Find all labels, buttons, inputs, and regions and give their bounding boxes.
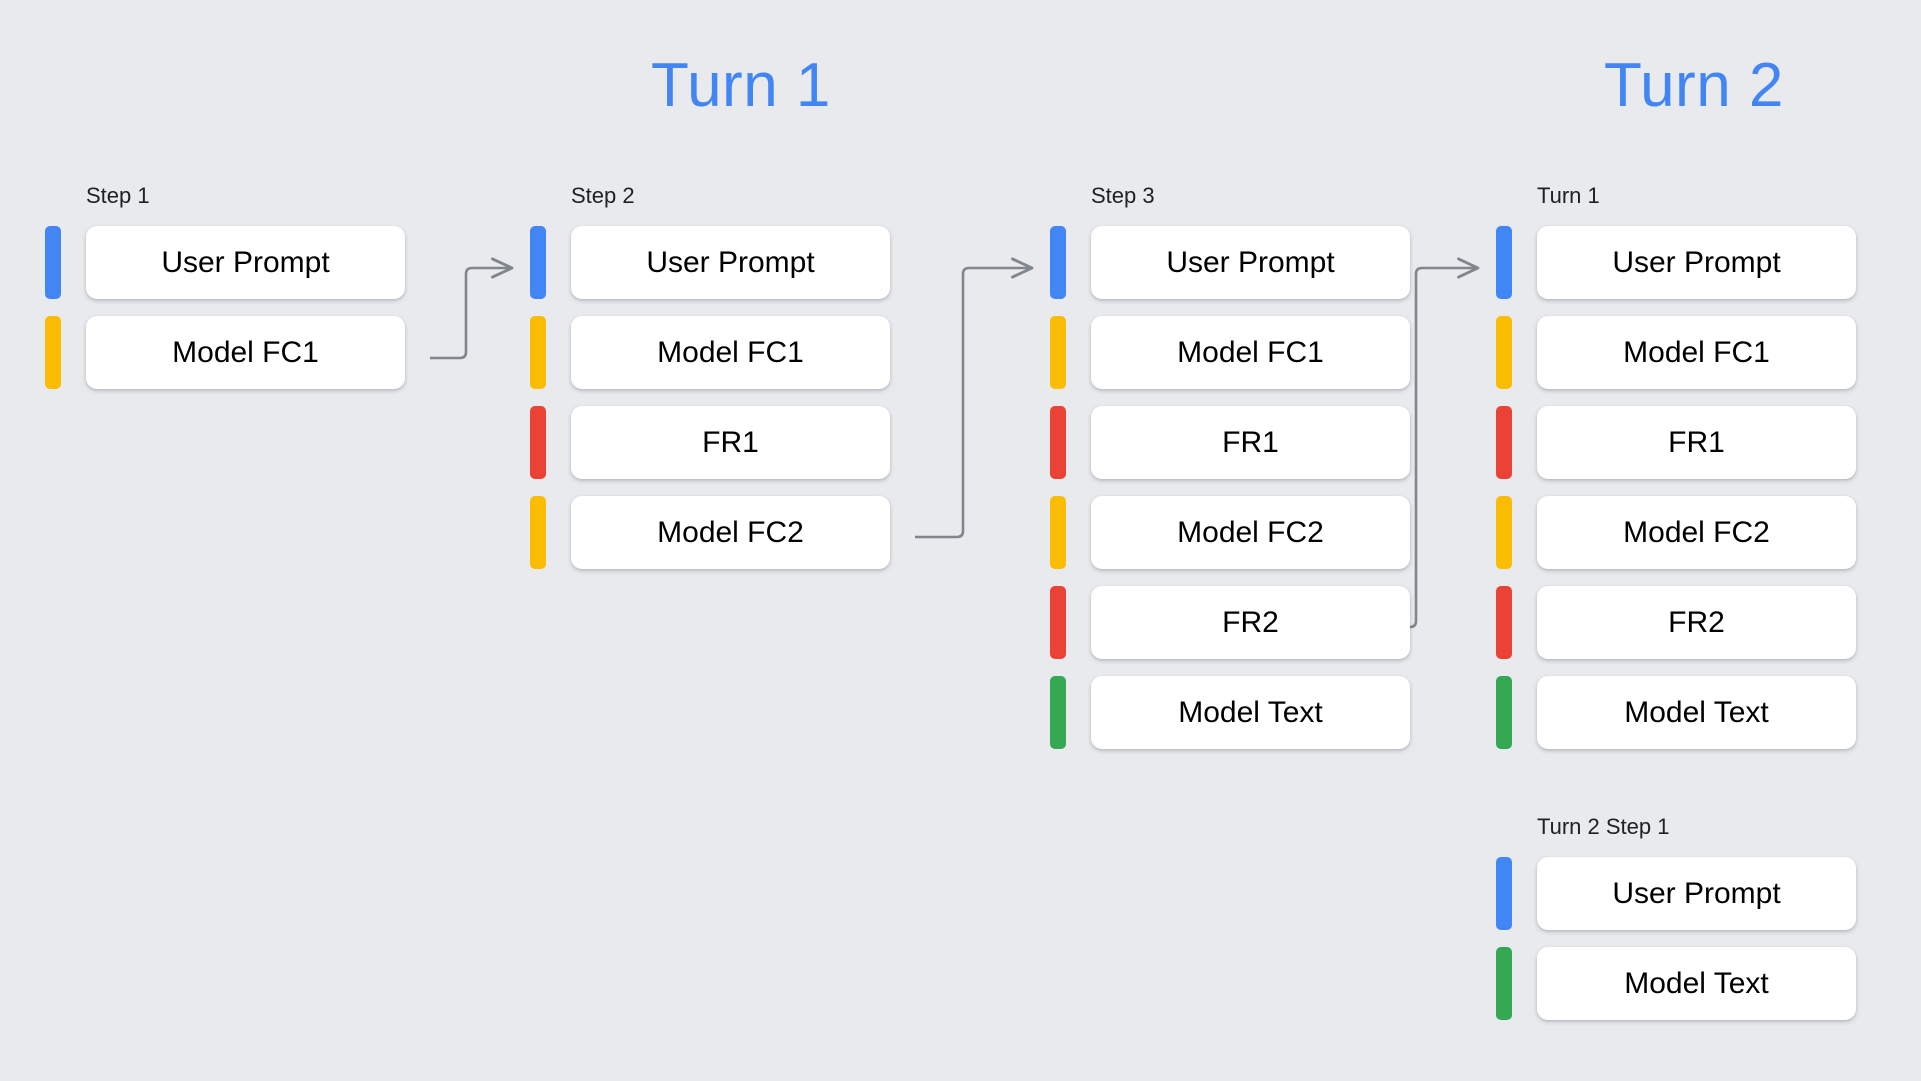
row-model-fc2[interactable]: Model FC2 (1050, 496, 1410, 569)
card-fr1[interactable]: FR1 (1537, 406, 1856, 479)
color-bar-fr2 (1050, 586, 1066, 659)
color-bar-user-prompt (1496, 226, 1512, 299)
column-turn-2-step-1: Turn 2 Step 1 User Prompt Model Text (1496, 816, 1856, 1020)
color-bar-user-prompt (45, 226, 61, 299)
card-fr2[interactable]: FR2 (1537, 586, 1856, 659)
card-user-prompt[interactable]: User Prompt (1537, 226, 1856, 299)
connector-step-1-to-step-2 (430, 268, 512, 360)
column-label-step-2: Step 2 (571, 183, 635, 208)
card-model-text[interactable]: Model Text (1537, 676, 1856, 749)
color-bar-model-text (1496, 676, 1512, 749)
card-fr1[interactable]: FR1 (1091, 406, 1410, 479)
card-model-fc1[interactable]: Model FC1 (1537, 316, 1856, 389)
row-fr2[interactable]: FR2 (1050, 586, 1410, 659)
column-label-step-1: Step 1 (86, 183, 150, 208)
column-turn-1: Turn 1 User Prompt Model FC1 FR1 Model F… (1496, 185, 1856, 749)
color-bar-fr1 (1050, 406, 1066, 479)
card-user-prompt[interactable]: User Prompt (1091, 226, 1410, 299)
row-model-text[interactable]: Model Text (1496, 947, 1856, 1020)
card-model-fc2[interactable]: Model FC2 (571, 496, 890, 569)
color-bar-fr1 (530, 406, 546, 479)
row-model-fc1[interactable]: Model FC1 (45, 316, 405, 389)
card-model-fc2[interactable]: Model FC2 (1537, 496, 1856, 569)
column-label-turn-1: Turn 1 (1537, 183, 1600, 208)
card-user-prompt[interactable]: User Prompt (86, 226, 405, 299)
row-user-prompt[interactable]: User Prompt (1496, 226, 1856, 299)
turn-1-heading: Turn 1 (651, 51, 831, 120)
color-bar-model-fc2 (1496, 496, 1512, 569)
card-user-prompt[interactable]: User Prompt (571, 226, 890, 299)
color-bar-user-prompt (1050, 226, 1066, 299)
row-fr1[interactable]: FR1 (1496, 406, 1856, 479)
column-label-turn-2-step-1: Turn 2 Step 1 (1537, 814, 1670, 839)
color-bar-fr1 (1496, 406, 1512, 479)
card-fr1[interactable]: FR1 (571, 406, 890, 479)
card-model-fc2[interactable]: Model FC2 (1091, 496, 1410, 569)
color-bar-model-text (1496, 947, 1512, 1020)
color-bar-model-fc1 (1050, 316, 1066, 389)
turn-2-heading: Turn 2 (1604, 51, 1784, 120)
row-user-prompt[interactable]: User Prompt (530, 226, 890, 299)
row-fr1[interactable]: FR1 (1050, 406, 1410, 479)
color-bar-model-fc2 (1050, 496, 1066, 569)
card-model-text[interactable]: Model Text (1091, 676, 1410, 749)
row-user-prompt[interactable]: User Prompt (45, 226, 405, 299)
card-model-text[interactable]: Model Text (1537, 947, 1856, 1020)
column-step-3: Step 3 User Prompt Model FC1 FR1 Model F… (1050, 185, 1410, 749)
connector-step-2-to-step-3 (915, 268, 1032, 539)
card-model-fc1[interactable]: Model FC1 (1091, 316, 1410, 389)
color-bar-model-fc1 (1496, 316, 1512, 389)
card-model-fc1[interactable]: Model FC1 (571, 316, 890, 389)
row-model-fc1[interactable]: Model FC1 (1496, 316, 1856, 389)
row-model-text[interactable]: Model Text (1050, 676, 1410, 749)
row-user-prompt[interactable]: User Prompt (1050, 226, 1410, 299)
card-fr2[interactable]: FR2 (1091, 586, 1410, 659)
color-bar-model-fc1 (45, 316, 61, 389)
row-user-prompt[interactable]: User Prompt (1496, 857, 1856, 930)
row-fr2[interactable]: FR2 (1496, 586, 1856, 659)
color-bar-user-prompt (530, 226, 546, 299)
card-user-prompt[interactable]: User Prompt (1537, 857, 1856, 930)
color-bar-user-prompt (1496, 857, 1512, 930)
row-model-text[interactable]: Model Text (1496, 676, 1856, 749)
color-bar-fr2 (1496, 586, 1512, 659)
row-fr1[interactable]: FR1 (530, 406, 890, 479)
column-step-2: Step 2 User Prompt Model FC1 FR1 Model F… (530, 185, 890, 569)
column-step-1: Step 1 User Prompt Model FC1 (45, 185, 405, 389)
color-bar-model-text (1050, 676, 1066, 749)
row-model-fc1[interactable]: Model FC1 (1050, 316, 1410, 389)
row-model-fc1[interactable]: Model FC1 (530, 316, 890, 389)
column-label-step-3: Step 3 (1091, 183, 1155, 208)
color-bar-model-fc2 (530, 496, 546, 569)
card-model-fc1[interactable]: Model FC1 (86, 316, 405, 389)
row-model-fc2[interactable]: Model FC2 (1496, 496, 1856, 569)
color-bar-model-fc1 (530, 316, 546, 389)
row-model-fc2[interactable]: Model FC2 (530, 496, 890, 569)
